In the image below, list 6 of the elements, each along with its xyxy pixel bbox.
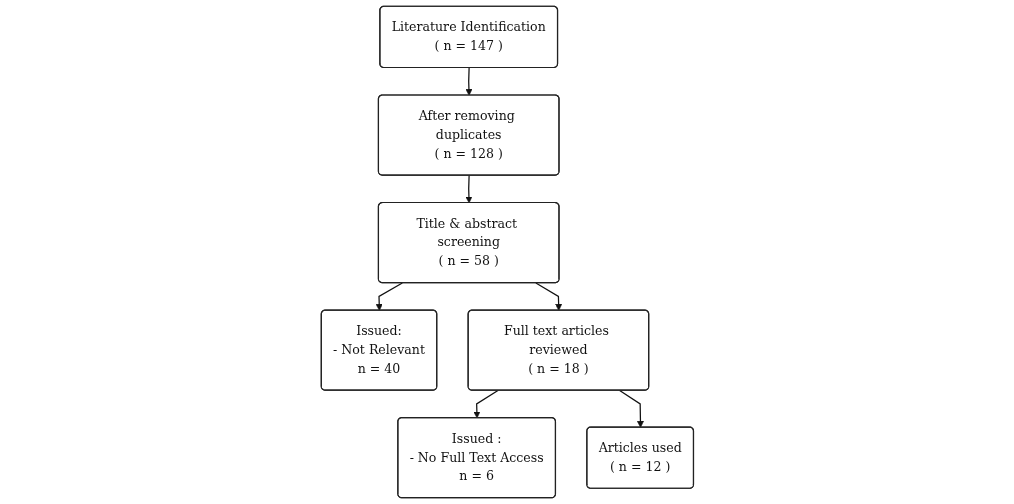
arrow	[473, 389, 499, 419]
arrow	[534, 282, 562, 311]
arrow	[618, 389, 644, 428]
arrow	[375, 282, 403, 311]
arrow	[465, 174, 472, 204]
arrow	[465, 67, 472, 96]
